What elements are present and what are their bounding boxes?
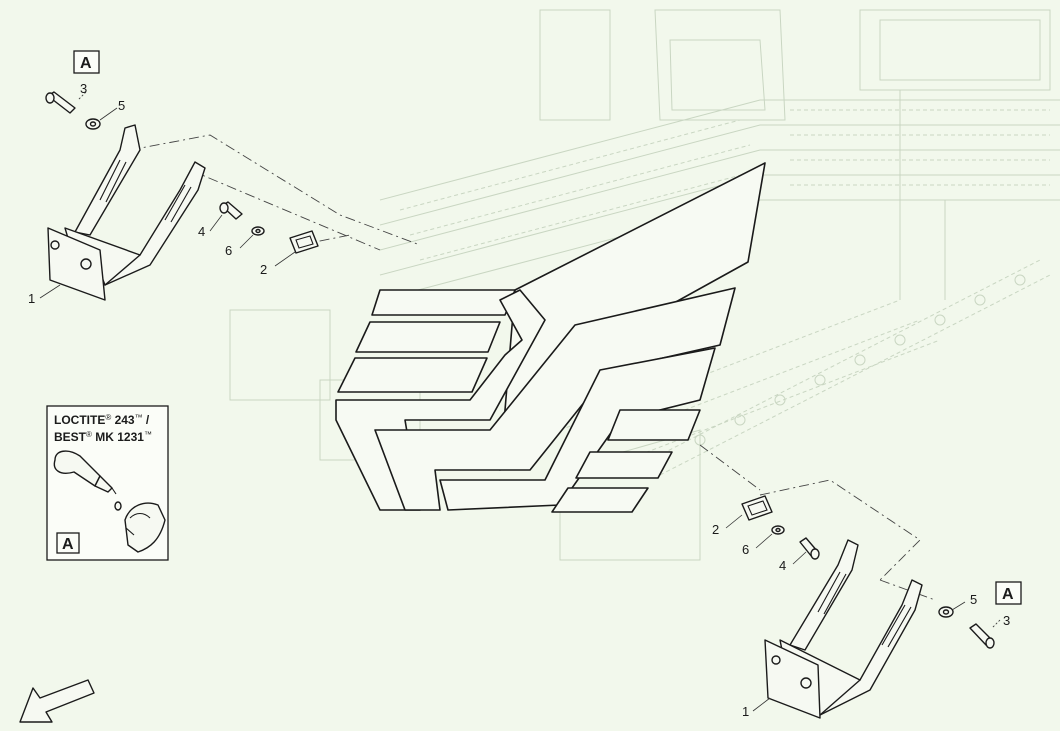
- glue-bottle-icon: [53, 450, 122, 511]
- chain-links: [649, 259, 1051, 476]
- clip-2-left: [289, 230, 319, 254]
- bolt-3-left: [45, 91, 76, 114]
- callout-3-left: 3: [80, 81, 87, 96]
- leader-lines: [39, 91, 1001, 712]
- callout-3-right: 3: [1003, 613, 1010, 628]
- detail-marker-top-left: A: [73, 50, 100, 74]
- loctite-detail-marker: A: [62, 536, 74, 553]
- background-machine-outline: [229, 9, 1060, 561]
- callout-1-left: 1: [28, 291, 35, 306]
- hand-icon: [124, 502, 166, 553]
- detail-marker-right: A: [995, 581, 1022, 605]
- callout-6-left: 6: [225, 243, 232, 258]
- loctite-detail-box: LOCTITE® 243™ / BEST® MK 1231™ A: [46, 405, 169, 561]
- loctite-title-line2: BEST® MK 1231™: [54, 430, 152, 444]
- callout-1-right: 1: [742, 704, 749, 719]
- washer-5-left: [85, 118, 101, 130]
- conveyor-segments: [399, 109, 1050, 261]
- direction-arrow-icon: [19, 679, 95, 723]
- washer-6-right: [771, 525, 785, 535]
- bracket-left-plate: [47, 227, 106, 301]
- callout-6-right: 6: [742, 542, 749, 557]
- chevron-shield-panel: [335, 162, 766, 513]
- bracket-left: [47, 124, 206, 301]
- callout-2-right: 2: [712, 522, 719, 537]
- callout-4-left: 4: [198, 224, 205, 239]
- loctite-title-line1: LOCTITE® 243™ /: [54, 413, 150, 427]
- callout-5-right: 5: [970, 592, 977, 607]
- bolt-4-right: [799, 537, 820, 560]
- svg-text:A: A: [80, 55, 92, 72]
- bracket-right: [764, 539, 923, 719]
- bolt-3-right: [969, 623, 995, 649]
- chain-bolt-ghosts: [694, 274, 1026, 446]
- conveyor-strip-1: [379, 99, 1060, 301]
- clip-2-right: [741, 495, 773, 521]
- callout-5-left: 5: [118, 98, 125, 113]
- bolt-4-left: [219, 201, 243, 220]
- washer-6-left: [251, 226, 265, 236]
- callout-2-left: 2: [260, 262, 267, 277]
- svg-text:A: A: [1002, 586, 1014, 603]
- callout-4-right: 4: [779, 558, 786, 573]
- washer-5-right: [938, 606, 954, 618]
